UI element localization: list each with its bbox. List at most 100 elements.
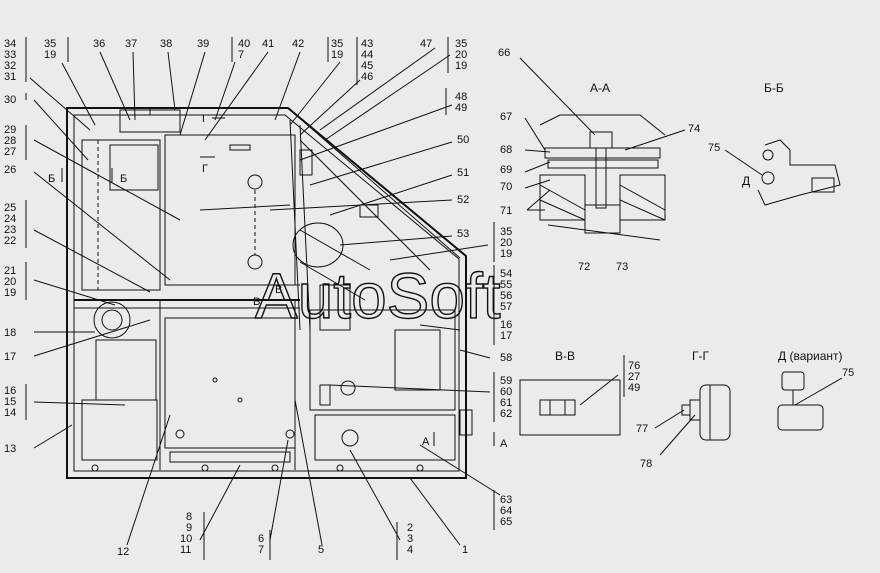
callout-17r: 17 xyxy=(500,330,512,342)
callout-74: 74 xyxy=(688,123,700,135)
callout-59: 59 xyxy=(500,375,512,387)
marker-a-right: А xyxy=(500,438,508,450)
callout-55: 55 xyxy=(500,279,512,291)
callout-35b: 35 xyxy=(331,38,343,50)
caption-a-a: А-А xyxy=(590,81,610,95)
callout-56: 56 xyxy=(500,290,512,302)
callout-62: 62 xyxy=(500,408,512,420)
callout-46: 46 xyxy=(361,71,373,83)
callout-2: 2 xyxy=(407,522,413,534)
watermark: AutoSoft xyxy=(255,260,501,332)
section-g-g: Г-Г xyxy=(681,349,731,441)
callout-16: 16 xyxy=(4,385,16,397)
leader-lines xyxy=(29,47,843,546)
callout-66: 66 xyxy=(498,47,510,59)
caption-g-g: Г-Г xyxy=(692,349,709,363)
section-a-a: А-А xyxy=(539,81,666,241)
callout-39: 39 xyxy=(197,38,209,50)
callout-16r: 16 xyxy=(500,319,512,331)
callout-49v: 49 xyxy=(628,382,640,394)
callout-15: 15 xyxy=(4,396,16,408)
callout-58: 58 xyxy=(500,352,512,364)
callout-22: 22 xyxy=(4,235,16,247)
section-b-b: Б-Б Д xyxy=(742,81,841,206)
callout-6: 6 xyxy=(258,533,264,545)
callout-75d: 75 xyxy=(842,367,854,379)
callout-21: 21 xyxy=(4,265,16,277)
callout-63: 63 xyxy=(500,494,512,506)
callout-45: 45 xyxy=(361,60,373,72)
callout-64: 64 xyxy=(500,505,512,517)
callout-42: 42 xyxy=(292,38,304,50)
marker-g-bottom: Г xyxy=(202,163,208,175)
callout-78: 78 xyxy=(640,458,652,470)
callout-1: 1 xyxy=(462,544,468,556)
callout-11: 11 xyxy=(180,544,191,556)
callout-41: 41 xyxy=(262,38,274,50)
callout-69: 69 xyxy=(500,164,512,176)
callout-75: 75 xyxy=(708,142,720,154)
callout-27: 27 xyxy=(4,146,16,158)
callout-19b: 19 xyxy=(331,49,343,61)
marker-v-right: В xyxy=(275,284,282,296)
callout-57: 57 xyxy=(500,301,512,313)
callout-52: 52 xyxy=(457,194,469,206)
caption-d: Д (вариант) xyxy=(778,349,843,363)
callout-54: 54 xyxy=(500,268,512,280)
callout-19a: 19 xyxy=(44,49,56,61)
callout-43: 43 xyxy=(361,38,373,50)
callout-19c: 19 xyxy=(455,60,467,72)
callout-28: 28 xyxy=(4,135,16,147)
callout-23: 23 xyxy=(4,224,16,236)
section-v-v: В-В xyxy=(519,349,621,436)
callout-44: 44 xyxy=(361,49,373,61)
callout-25: 25 xyxy=(4,202,16,214)
callout-17: 17 xyxy=(4,351,16,363)
caption-b-b: Б-Б xyxy=(764,81,784,95)
callout-35d: 35 xyxy=(500,226,512,238)
callout-24: 24 xyxy=(4,213,16,225)
caption-v-v: В-В xyxy=(555,349,575,363)
callout-77: 77 xyxy=(636,423,648,435)
callout-36: 36 xyxy=(93,38,105,50)
callout-67: 67 xyxy=(500,111,512,123)
callout-5: 5 xyxy=(318,544,324,556)
callout-20c: 20 xyxy=(455,49,467,61)
callout-8: 8 xyxy=(186,511,192,523)
callout-50: 50 xyxy=(457,134,469,146)
group-brackets xyxy=(25,37,625,560)
callout-7: 7 xyxy=(258,544,264,556)
callout-35c: 35 xyxy=(455,38,467,50)
callout-38: 38 xyxy=(160,38,172,50)
marker-v-left: В xyxy=(253,296,260,308)
callout-72: 72 xyxy=(578,261,590,273)
callout-71: 71 xyxy=(500,205,512,217)
callout-31: 31 xyxy=(4,71,16,83)
callout-19d: 19 xyxy=(500,248,512,260)
callout-12: 12 xyxy=(117,546,129,558)
callout-49: 49 xyxy=(455,102,467,114)
callout-20d: 20 xyxy=(500,237,512,249)
callout-65: 65 xyxy=(500,516,512,528)
callout-35a: 35 xyxy=(44,38,56,50)
callout-10: 10 xyxy=(180,533,192,545)
callout-68: 68 xyxy=(500,144,512,156)
marker-b-left: Б xyxy=(48,173,55,185)
callout-37: 37 xyxy=(125,38,137,50)
callout-53: 53 xyxy=(457,228,469,240)
section-d: Д (вариант) xyxy=(777,349,843,431)
marker-a-left: А xyxy=(422,436,430,448)
marker-d: Д xyxy=(742,174,750,188)
callout-26: 26 xyxy=(4,164,16,176)
callout-51: 51 xyxy=(457,167,469,179)
callout-27v: 27 xyxy=(628,371,640,383)
callout-4: 4 xyxy=(407,544,413,556)
callout-73: 73 xyxy=(616,261,628,273)
callout-33: 33 xyxy=(4,49,16,61)
callout-47: 47 xyxy=(420,38,432,50)
direction-markers: Б Б Г Г В В А А xyxy=(48,113,508,450)
cabin-body xyxy=(66,107,473,479)
callout-20: 20 xyxy=(4,276,16,288)
